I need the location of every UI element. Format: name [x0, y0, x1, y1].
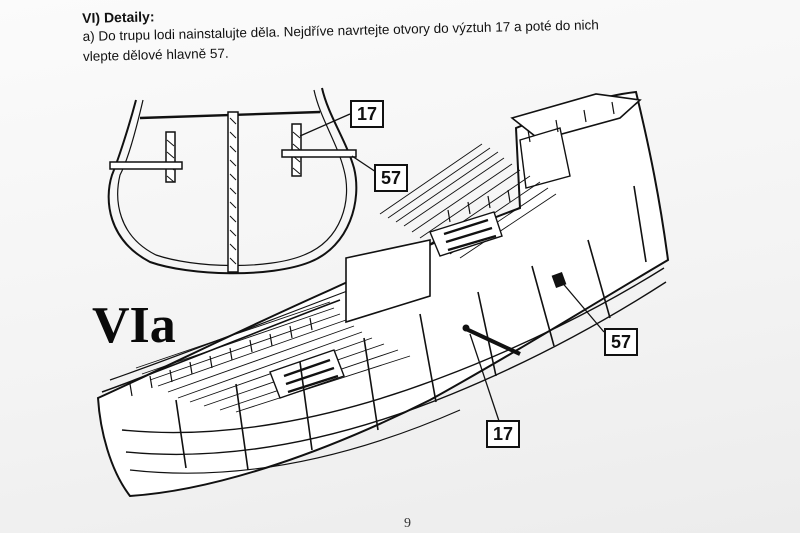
deck-gratings	[269, 211, 503, 399]
page-number: 9	[404, 516, 411, 531]
cannon-barrels	[462, 272, 567, 356]
callout-57-hull: 57	[604, 328, 638, 356]
hull-frames	[175, 185, 647, 471]
callout-57-cross-section: 57	[374, 164, 408, 192]
section-label-via: VIa	[92, 297, 176, 354]
railing-posts	[129, 101, 615, 397]
callout-17-cross-section: 17	[350, 100, 384, 128]
callout-17-hull: 17	[486, 420, 520, 448]
callout-leaders	[469, 279, 605, 425]
hull-cross-section	[107, 87, 377, 275]
ship-hull	[96, 90, 670, 498]
